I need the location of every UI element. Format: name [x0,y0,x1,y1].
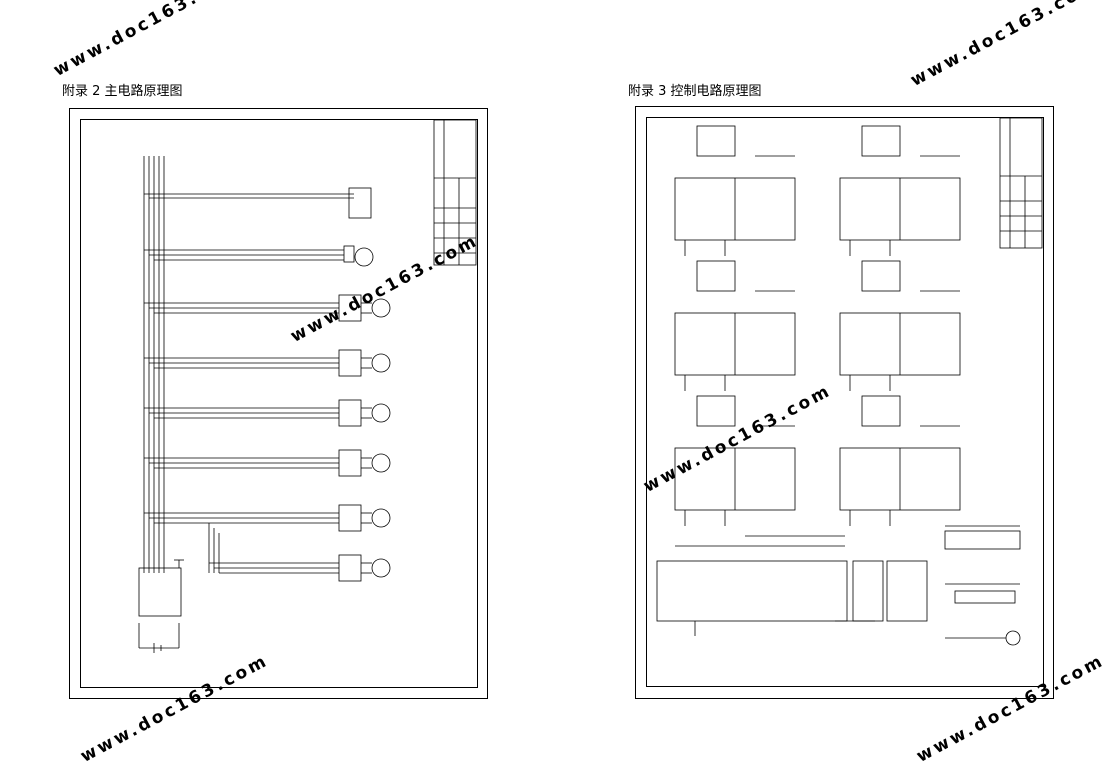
control-circuit-schematic [656,117,1043,646]
watermark-top-right: www.doc163.com [907,0,1102,91]
caption-control-circuit: 附录 3 控制电路原理图 [628,84,762,99]
main-circuit-schematic [138,119,477,653]
main-circuit-drawing-frame [69,108,488,699]
caption-main-circuit: 附录 2 主电路原理图 [62,84,183,99]
control-circuit-drawing-frame [635,106,1054,699]
main-circuit-drawing-border [80,119,478,688]
control-circuit-drawing-border [646,117,1044,687]
watermark-top-left: www.doc163.com [50,0,245,81]
